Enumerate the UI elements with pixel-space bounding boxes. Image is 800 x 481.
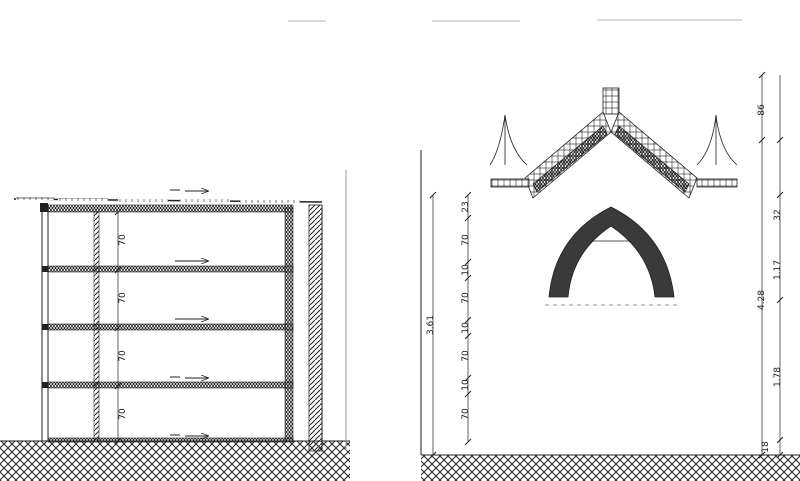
dimension-label: 70 [118,234,128,246]
roof-slab [47,204,294,213]
floor-slabs [42,265,294,443]
dimension-label: 70 [461,234,471,246]
left-dim-labels: 70 70 70 70 [118,234,128,420]
right-right-dim-labels: 86 32 1.17 4.28 1.78 18 [757,104,783,453]
dimension-label: 70 [461,408,471,420]
dimension-label: 70 [118,292,128,304]
dimension-label: 10 [461,264,471,276]
dimension-label: 1.78 [773,367,783,387]
dimension-label: 70 [118,350,128,362]
flow-arrows [170,190,208,436]
left-finial [489,114,528,166]
dimension-label: 4.28 [757,290,767,310]
dimension-label: 18 [761,441,771,453]
right-detail: 3.61 23 70 10 70 10 70 10 70 86 32 1.17 4.28 1.78 18 [420,75,800,481]
dimension-label: 70 [118,408,128,420]
right-left-dim-labels: 3.61 23 70 10 70 10 70 10 70 [426,201,471,419]
ridge-cap [602,87,620,115]
dimension-label: 70 [461,350,471,362]
left-ground [0,441,350,481]
dimension-label: 10 [461,322,471,334]
roof-detail [489,87,738,199]
left-section: 70 70 70 70 [0,170,350,481]
dimension-label: 70 [461,292,471,304]
dimension-label: 86 [757,104,767,116]
dimension-label: 32 [773,209,783,220]
dimension-label: 1.17 [773,260,783,280]
dimension-label: 10 [461,379,471,391]
pointed-arch [548,206,675,298]
dimension-label: 3.61 [426,315,436,335]
retaining-wall [308,204,323,452]
right-ground [421,455,800,481]
dimension-label: 23 [461,201,471,212]
faint-top-lines [288,19,742,22]
right-finial [696,114,738,166]
